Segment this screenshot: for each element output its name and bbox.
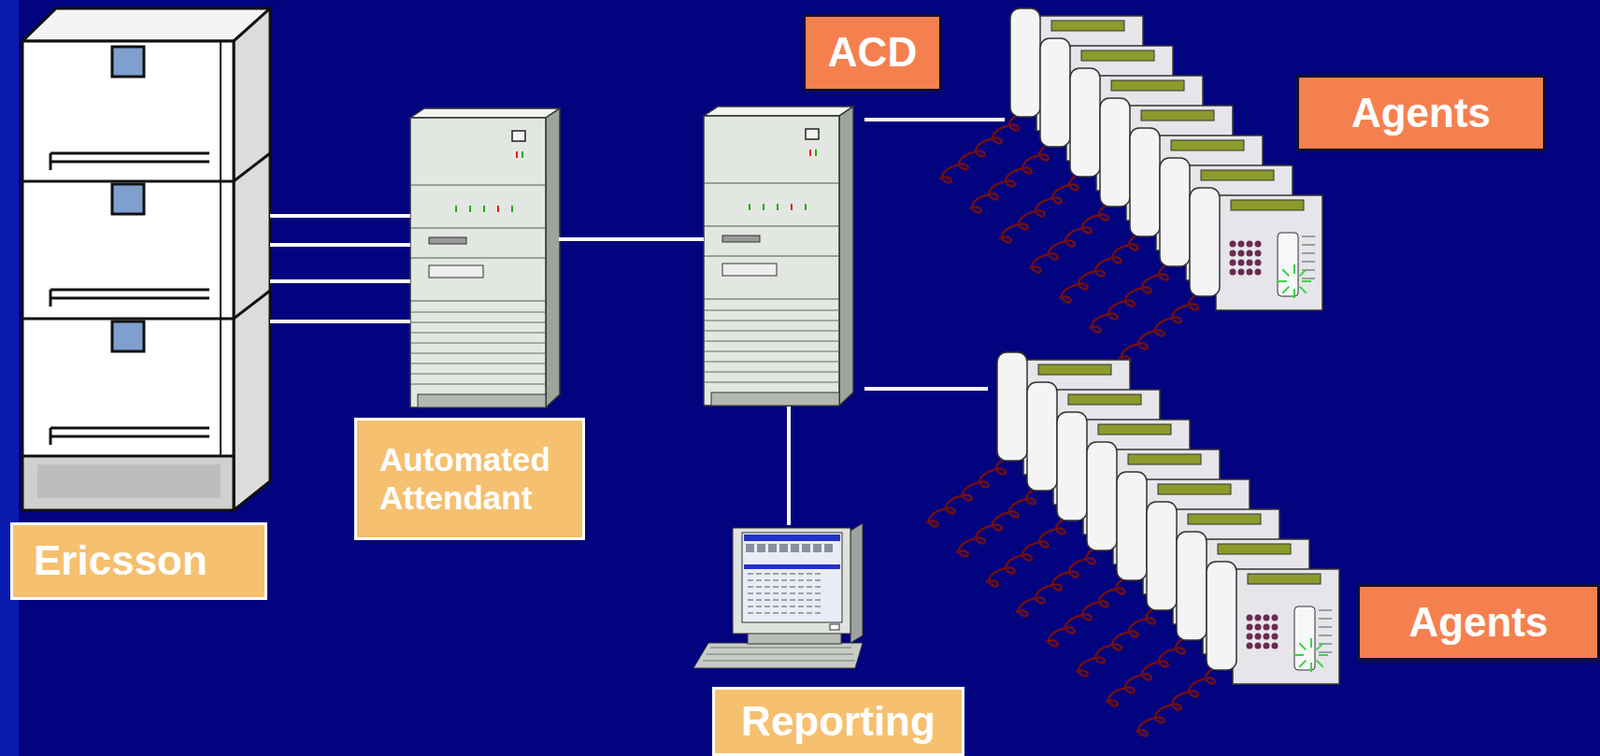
server-node: ACD	[703, 104, 865, 407]
agent-group: Agents	[987, 352, 1347, 735]
reporting-computer	[693, 523, 863, 669]
connector-line	[786, 406, 791, 526]
side-band	[0, 0, 19, 756]
label-box: Automated Attendant	[354, 417, 586, 541]
node-label: Reporting	[741, 698, 936, 746]
connector-line	[558, 237, 704, 242]
label-box: Agents	[1296, 74, 1546, 152]
node-label: Automated Attendant	[379, 441, 560, 517]
acd-server	[703, 106, 854, 406]
pbx-cabinet	[22, 8, 271, 511]
connector-line	[270, 215, 411, 322]
agent-phones	[926, 352, 1340, 736]
label-box: Ericsson	[10, 522, 268, 600]
node-label: Ericsson	[33, 537, 208, 586]
automated-attendant-server	[410, 108, 560, 408]
label-box: Agents	[1357, 584, 1600, 661]
node-label: Agents	[1351, 89, 1491, 138]
label-box: Reporting	[712, 686, 965, 756]
pbx-node: Ericsson	[22, 8, 271, 515]
agent-group: Agents	[1004, 8, 1328, 363]
computer-node: Reporting	[693, 525, 863, 669]
node-label: ACD	[828, 28, 917, 77]
label-box: ACD	[802, 14, 943, 92]
node-label: Agents	[1408, 599, 1548, 647]
agent-phones	[939, 8, 1323, 362]
server-node: Automated Attendant	[410, 107, 559, 409]
connector-line	[864, 386, 988, 391]
connector-line	[864, 117, 1005, 122]
